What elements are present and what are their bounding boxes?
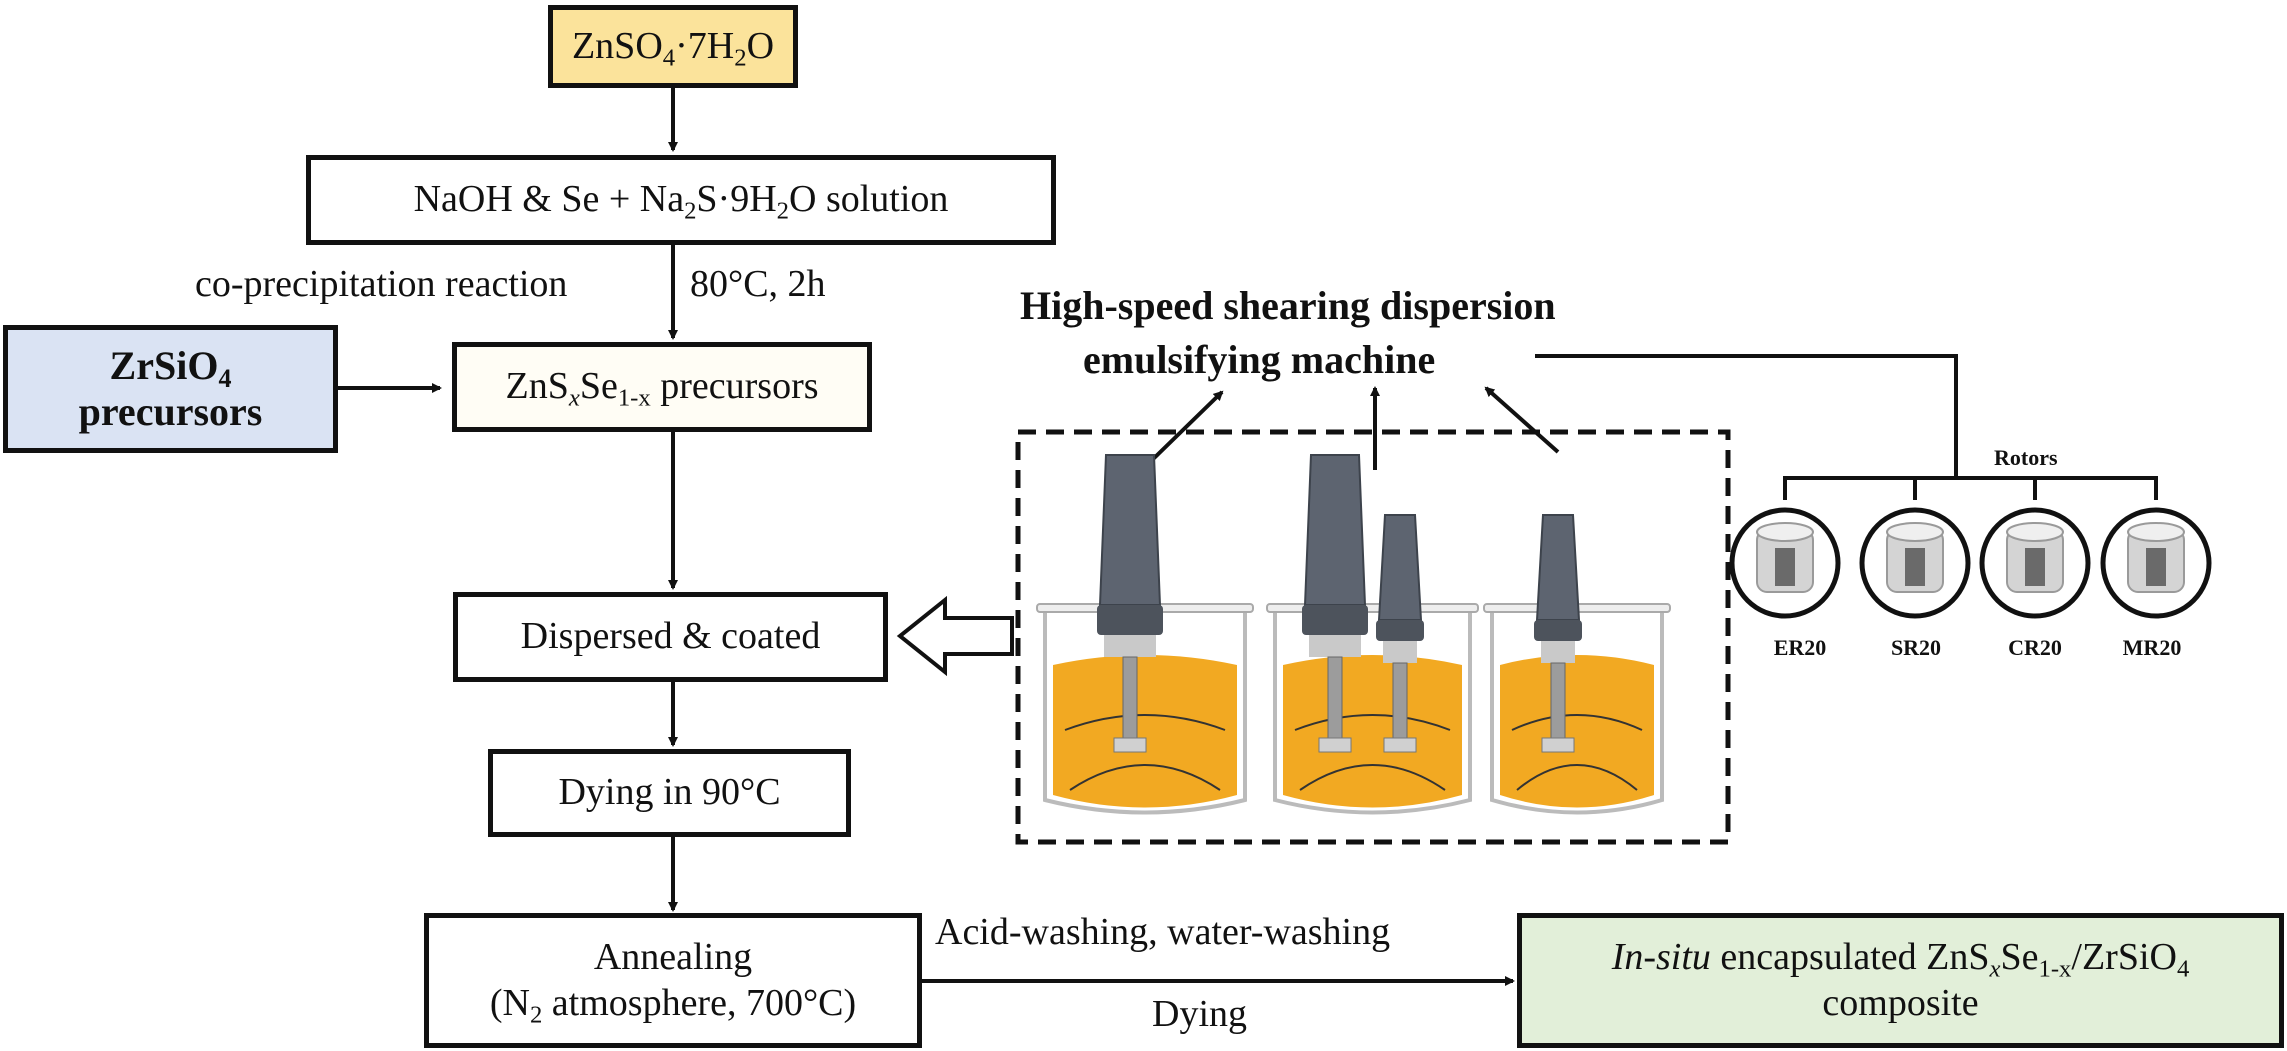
zrsio4-formula: ZrSiO4 [109,343,232,393]
rotor-label-er20: ER20 [1773,635,1827,660]
naoh-solution-box: NaOH & Se + Na2S·9H2O solution [306,155,1056,245]
dispersed-coated-box: Dispersed & coated [453,592,888,682]
zrsio4-box: ZrSiO4 precursors [3,325,338,453]
rotor-label-sr20: SR20 [1890,635,1942,660]
rotor-mr20-icon [2100,507,2212,619]
rotor-label-cr20: CR20 [2008,635,2062,660]
drying-box: Dying in 90°C [488,749,851,837]
flow-line [1064,714,1226,731]
mixer-icon [1302,454,1368,753]
rotors-connector [1535,354,1958,478]
flow-line [1299,764,1446,791]
rotor-label-mr20: MR20 [2122,635,2182,660]
composite-subtitle: composite [1822,981,1979,1024]
znsse-precursors-label: ZnSxSe1-x precursors [505,365,819,412]
machine-title-line2: emulsifying machine [1083,337,1436,382]
flow-line [1294,714,1451,731]
beaker-wall [1490,610,1664,815]
liquid [1053,655,1237,808]
drying-label: Dying in 90°C [558,771,781,814]
liquid [1500,655,1654,808]
beaker-rim [1266,603,1479,613]
annealing-title: Annealing [593,935,753,978]
zrsio4-precursors: precursors [78,389,263,434]
washing-label: Acid-washing, water-washing [935,911,1391,953]
hollow-arrow [896,595,1014,677]
beaker-wall [1273,610,1472,815]
composite-box: In-situ encapsulated ZnSxSe1-x/ZrSiO4 co… [1517,913,2284,1048]
mixer-icon [1376,514,1424,753]
beaker-3-illustration [1483,514,1671,815]
machine-title-line1: High-speed shearing dispersion [1020,283,1556,328]
beaker-2-illustration [1266,454,1479,815]
annealing-box: Annealing (N2 atmosphere, 700°C) [424,913,922,1048]
rotor-cr20-icon [1979,507,2091,619]
annealing-conditions: (N2 atmosphere, 700°C) [489,981,857,1028]
coprecipitation-label: co-precipitation reaction [195,263,568,305]
rotors-bracket [1783,476,2158,500]
znsse-precursors-box: ZnSxSe1-x precursors [452,342,872,432]
flow-line [1511,714,1643,731]
znso4-label: ZnSO4·7H2O [571,24,775,72]
naoh-solution-label: NaOH & Se + Na2S·9H2O solution [413,178,949,225]
mixer-icon [1097,454,1163,753]
composite-title: In-situ encapsulated ZnSxSe1-x/ZrSiO4 [1611,935,2190,983]
flow-line [1069,764,1221,791]
rotor-er20-icon [1729,507,1841,619]
conditions-label: 80°C, 2h [690,263,826,305]
mixer-icon [1534,514,1582,753]
beaker-wall [1043,610,1247,815]
dispersed-coated-label: Dispersed & coated [520,615,821,658]
rotors-label: Rotors [1994,445,2058,470]
pointer-arrow-3 [1484,386,1560,454]
dying-edge-label: Dying [1152,993,1247,1035]
rotor-sr20-icon [1859,507,1971,619]
beaker-1-illustration [1036,454,1254,815]
pointer-arrow-1 [1146,390,1224,466]
znso4-box: ZnSO4·7H2O [548,5,798,88]
flow-line [1516,764,1638,791]
